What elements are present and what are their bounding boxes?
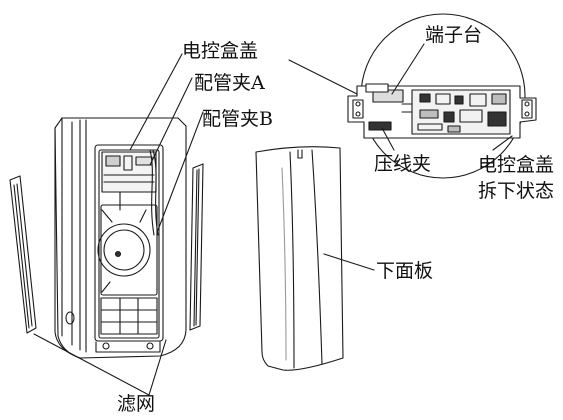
filter-right (189, 163, 204, 331)
label-cover-removed-line1: 电控盒盖 (478, 154, 555, 176)
label-pipe-clamp-b: 配管夹B (202, 108, 273, 130)
label-pipe-clamp-a: 配管夹A (194, 72, 265, 94)
filter-left (9, 175, 37, 334)
label-control-box-cover: 电控盒盖 (182, 40, 259, 62)
label-cover-removed-line2: 拆下状态 (478, 180, 555, 202)
indoor-unit-body (54, 117, 187, 359)
label-terminal-block: 端子台 (425, 24, 483, 46)
label-lower-panel: 下面板 (376, 260, 434, 282)
detail-magnifier (288, 13, 537, 179)
label-wire-clamp: 压线夹 (374, 153, 432, 175)
leader-lines (33, 43, 513, 396)
label-filter: 滤网 (117, 393, 156, 415)
lower-panel (255, 146, 344, 371)
